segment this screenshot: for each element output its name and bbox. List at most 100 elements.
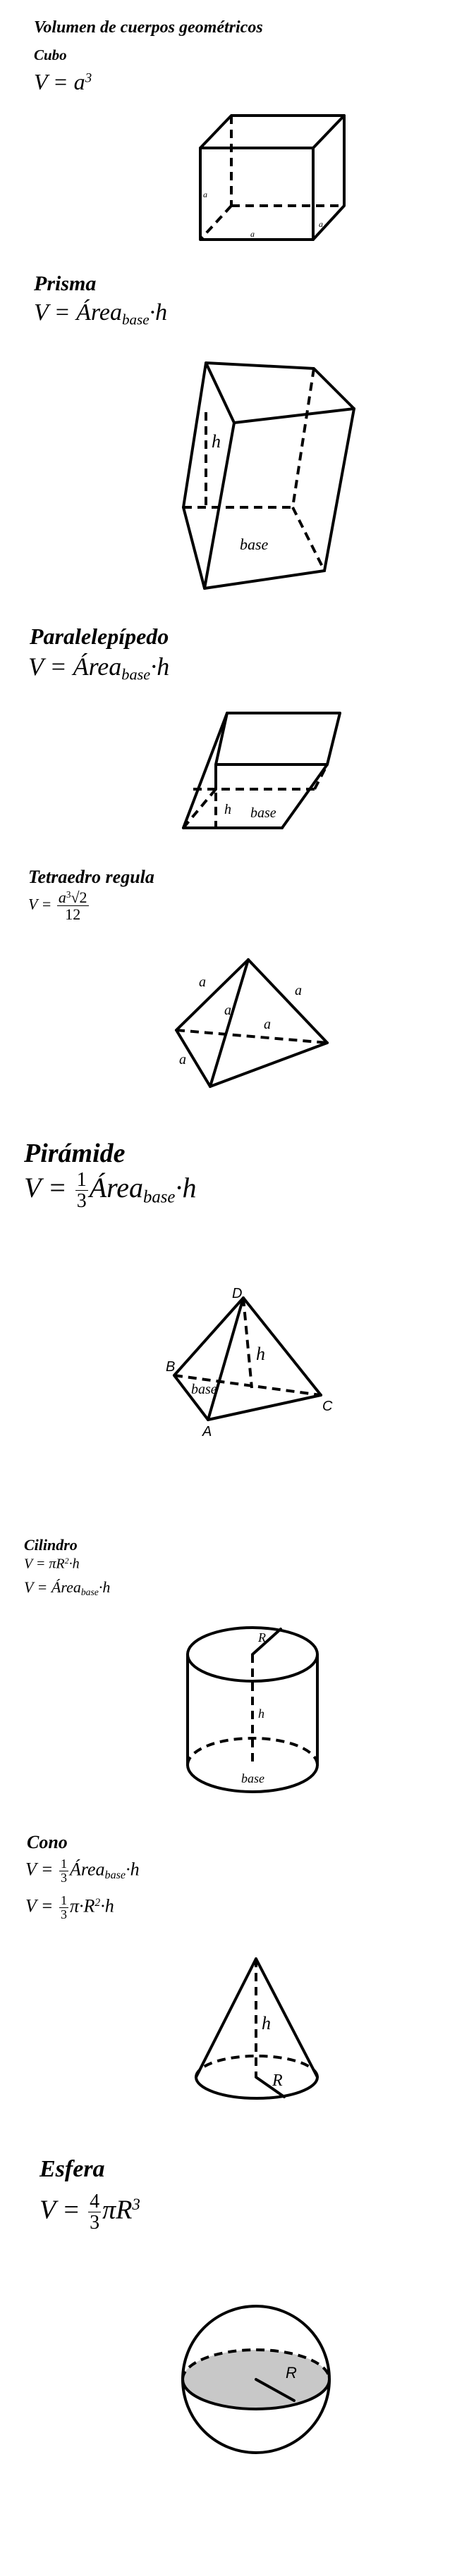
prisma-formula-lhs: V = (34, 299, 77, 326)
cube-diagram: a a a (199, 114, 346, 241)
esfera-formula-exp: 3 (132, 2196, 140, 2214)
tetraedro-formula-lhs: V = (28, 895, 56, 913)
cubo-heading: Cubo (34, 47, 67, 63)
esfera-formula-body: πR (102, 2195, 133, 2225)
cube-label-a-right: a (319, 219, 323, 229)
parallelepiped-label-base: base (250, 805, 276, 821)
cubo-formula-lhs: V = (34, 69, 74, 94)
cono-heading: Cono (27, 1832, 68, 1852)
sphere-label-R: R (286, 2364, 297, 2382)
tetrahedron-label-a-left: a (179, 1052, 186, 1067)
prisma-heading: Prisma (34, 272, 97, 295)
cilindro-formula2-main: Área (51, 1578, 81, 1596)
cono-formula1-tail: ·h (126, 1859, 140, 1880)
parallelepiped-label-h: h (224, 802, 231, 817)
pyramid-label-h: h (256, 1344, 265, 1364)
cono-frac1-num: 1 (59, 1857, 68, 1871)
cilindro-heading: Cilindro (24, 1536, 78, 1554)
page-title: Volumen de cuerpos geométricos (34, 18, 263, 37)
piramide-frac-num: 1 (75, 1169, 88, 1191)
cilindro-formula2-tail: ·h (98, 1578, 111, 1596)
cono-formula1-lhs: V = (25, 1859, 58, 1880)
cono-frac2-num: 1 (59, 1893, 68, 1908)
parallelepiped-diagram: h base (182, 712, 341, 829)
cone-label-h: h (262, 2013, 271, 2033)
piramide-formula-lhs: V = (24, 1172, 74, 1204)
cilindro-formula2-sub: base (80, 1587, 99, 1598)
pyramid-label-base: base (191, 1382, 217, 1397)
esfera-frac-den: 3 (90, 2212, 100, 2234)
cono-formula2-exp: 2 (95, 1896, 101, 1909)
tetraedro-num-exp: 3 (66, 888, 71, 900)
cube-label-a-bottom: a (250, 229, 255, 239)
tetraedro-den: 12 (65, 905, 81, 924)
paralelepipedo-formula-main: Área (73, 652, 122, 681)
cilindro-formula-1: V = πR2·h (24, 1556, 80, 1573)
paralelepipedo-formula-sub: base (121, 665, 151, 683)
piramide-frac-den: 3 (76, 1190, 87, 1213)
tetrahedron-label-a-middle: a (264, 1017, 271, 1032)
prisma-formula-main: Área (76, 299, 122, 326)
pyramid-diagram: D B C A h base (166, 1286, 333, 1439)
cubo-formula-exp: 3 (85, 70, 92, 86)
prism-label-h: h (212, 431, 221, 452)
paralelepipedo-formula-lhs: V = (28, 652, 73, 681)
cylinder-label-base: base (241, 1771, 264, 1785)
prisma-formula-sub: base (121, 311, 150, 328)
prism-label-base: base (240, 535, 269, 553)
tetraedro-num-root: √2 (71, 888, 87, 906)
cubo-formula-var: a (73, 69, 85, 94)
cilindro-formula1-body: πR (49, 1556, 65, 1572)
cone-label-R: R (272, 2072, 283, 2090)
esfera-heading: Esfera (39, 2156, 105, 2182)
cono-formula1-sub: base (104, 1869, 126, 1882)
pyramid-label-B: B (166, 1359, 175, 1375)
cono-formula2-body: π·R (69, 1895, 95, 1916)
paralelepipedo-formula: V = Áreabase·h (28, 652, 169, 684)
tetraedro-heading: Tetraedro regula (28, 867, 154, 887)
cono-frac1-den: 3 (60, 1870, 67, 1885)
piramide-formula-tail: ·h (175, 1172, 197, 1204)
prism-diagram: h base (182, 361, 355, 590)
cono-frac2-den: 3 (60, 1907, 67, 1921)
cilindro-formula2-lhs: V = (24, 1578, 51, 1596)
cylinder-label-h: h (258, 1707, 264, 1721)
tetrahedron-label-a-top-left: a (199, 974, 206, 990)
piramide-heading: Pirámide (24, 1139, 126, 1168)
tetrahedron-label-a-top-right: a (295, 983, 302, 998)
cono-formula1-main: Área (69, 1859, 105, 1880)
piramide-formula-sub: base (142, 1187, 176, 1207)
pyramid-label-C: C (322, 1399, 333, 1414)
piramide-formula-main: Área (89, 1172, 143, 1204)
cilindro-formula-2: V = Áreabase·h (24, 1578, 110, 1598)
cone-diagram: h R (195, 1957, 319, 2100)
paralelepipedo-formula-tail: ·h (150, 652, 170, 681)
cylinder-diagram: R h base (186, 1626, 319, 1793)
cubo-formula: V = a3 (34, 69, 92, 95)
tetrahedron-label-a-center: a (224, 1003, 231, 1018)
cilindro-formula1-tail: ·h (68, 1556, 80, 1572)
cube-label-a-left: a (203, 190, 207, 199)
pyramid-label-A: A (202, 1424, 212, 1439)
cono-formula2-lhs: V = (25, 1895, 58, 1916)
esfera-formula-lhs: V = (39, 2195, 87, 2225)
cilindro-formula1-exp: 2 (64, 1556, 69, 1566)
tetraedro-num-a: a (58, 888, 66, 906)
tetrahedron-diagram: a a a a a (175, 958, 329, 1088)
cilindro-formula1-lhs: V = (24, 1556, 49, 1572)
esfera-frac-num: 4 (88, 2191, 102, 2213)
cono-formula2-tail: ·h (100, 1895, 114, 1916)
sphere-diagram: R (181, 2305, 331, 2454)
paralelepipedo-heading: Paralelepípedo (30, 624, 169, 649)
cylinder-label-R: R (257, 1630, 266, 1645)
